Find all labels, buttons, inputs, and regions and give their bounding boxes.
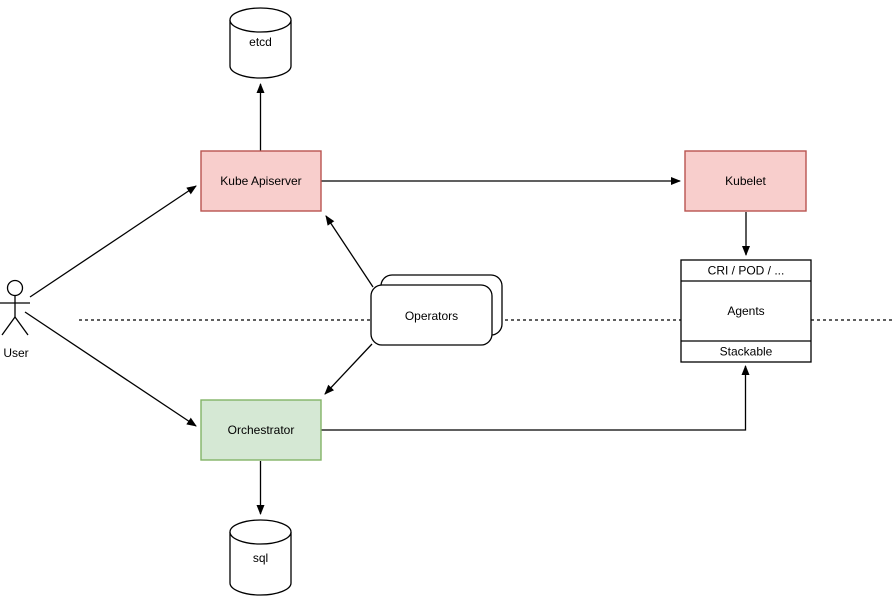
agents-body-label: Agents [727,304,764,318]
edge-operators-to-kube-apiserver[interactable] [325,215,374,288]
node-agents-stack[interactable]: CRI / POD / ... Agents Stackable [680,259,812,363]
node-kube-apiserver[interactable]: Kube Apiserver [200,150,322,212]
edge-orchestrator-to-stackable[interactable] [321,365,750,431]
node-orchestrator[interactable]: Orchestrator [200,399,322,461]
user-label: User [3,346,28,360]
actor-head [6,279,24,297]
agents-header-label: CRI / POD / ... [708,264,785,278]
sql-label: sql [253,551,268,565]
node-sql-database[interactable]: sql [229,519,292,596]
node-user-actor[interactable]: User [0,279,30,361]
edge-operators-to-orchestrator[interactable] [324,343,373,395]
orchestrator-label: Orchestrator [228,423,295,437]
node-etcd-database[interactable]: etcd [229,7,292,79]
operators-label: Operators [405,309,458,323]
node-operators[interactable]: Operators [370,274,503,346]
operators-front-card [370,284,493,346]
etcd-label: etcd [249,35,272,49]
edge-user-to-orchestrator[interactable] [24,311,197,427]
edge-user-to-kube-apiserver[interactable] [29,185,197,298]
kubelet-label: Kubelet [725,174,766,188]
node-kubelet[interactable]: Kubelet [684,150,807,212]
kube-apiserver-label: Kube Apiserver [220,174,301,188]
agents-footer-label: Stackable [720,345,773,359]
